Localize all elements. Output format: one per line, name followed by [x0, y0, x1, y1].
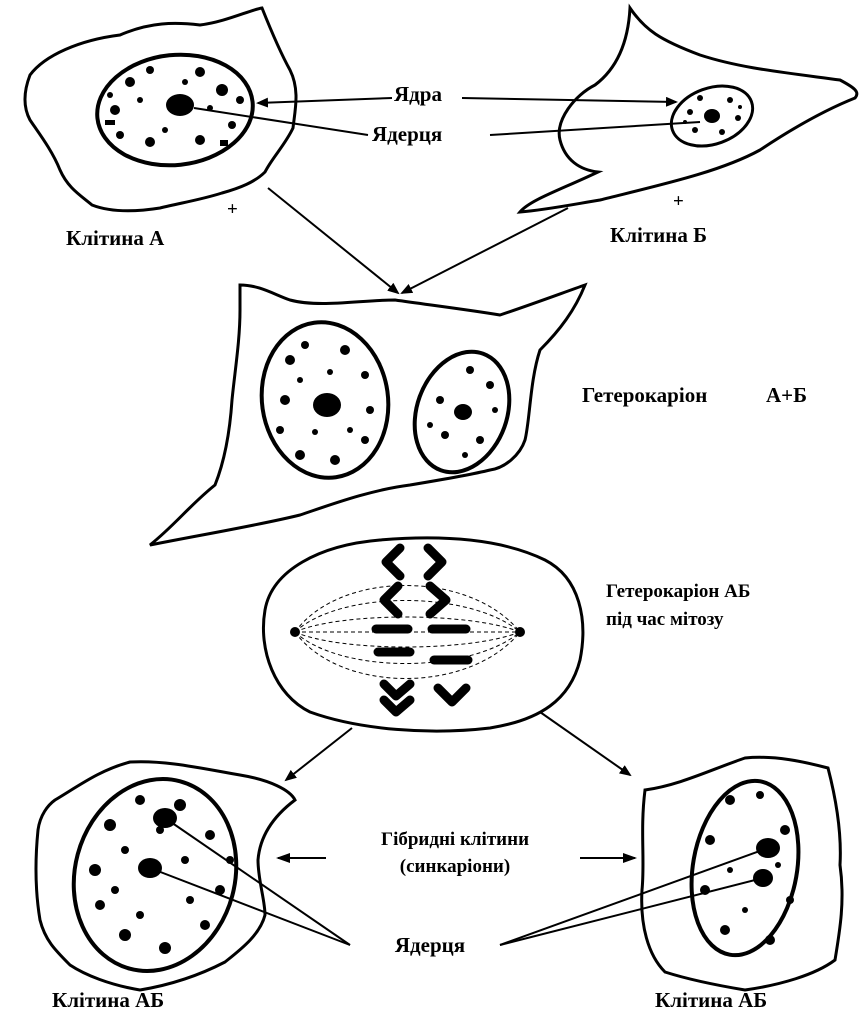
hybrid-cell-left	[36, 761, 295, 990]
heterokaryon-nucleolus-b	[454, 404, 472, 420]
cell-b-nucleolus	[704, 109, 720, 123]
fusion-arrow-from-a	[268, 188, 398, 293]
cell-b	[520, 8, 857, 212]
label-cell-ab-left: Клітина АБ	[52, 990, 164, 1011]
label-cell-b: Клітина Б	[610, 225, 707, 246]
centrosome-left	[290, 627, 300, 637]
label-nucleoli-top: Ядерця	[372, 124, 442, 145]
mitosis-cell	[263, 538, 582, 731]
fusion-arrow-from-b	[402, 208, 568, 293]
hybrid-cell-right	[642, 757, 842, 990]
label-mitosis-line1: Гетерокаріон АБ	[606, 582, 750, 601]
label-hybrid-line2: (синкаріони)	[330, 857, 580, 876]
heterokaryon-cell	[150, 285, 585, 545]
heterokaryon-nucleolus-a	[313, 393, 341, 417]
label-cell-ab-right: Клітина АБ	[655, 990, 767, 1011]
hybrid-right-nucleus	[679, 772, 812, 963]
chromosomes	[376, 548, 468, 712]
label-nuclei: Ядра	[394, 84, 442, 105]
label-heterokaryon-sum: А+Б	[766, 385, 807, 406]
cell-a-nucleolus	[166, 94, 194, 116]
centrosome-right	[515, 627, 525, 637]
label-nucleoli-bottom: Ядерця	[355, 935, 505, 956]
label-mitosis-line2: під час мітозу	[606, 610, 724, 629]
division-arrow-left	[286, 728, 352, 780]
label-cell-a: Клітина А	[66, 228, 164, 249]
label-plus-b: +	[673, 192, 684, 211]
cell-a	[25, 8, 296, 211]
nuclei-arrow-left	[258, 98, 392, 103]
label-hybrid-line1: Гібридні клітини	[330, 830, 580, 849]
nuclei-arrow-right	[462, 98, 676, 102]
mitosis-membrane	[263, 538, 582, 731]
division-arrow-right	[540, 712, 630, 775]
label-heterokaryon: Гетерокаріон	[582, 385, 707, 406]
label-plus-a: +	[227, 200, 238, 219]
nucleoli-line-right	[490, 122, 700, 135]
